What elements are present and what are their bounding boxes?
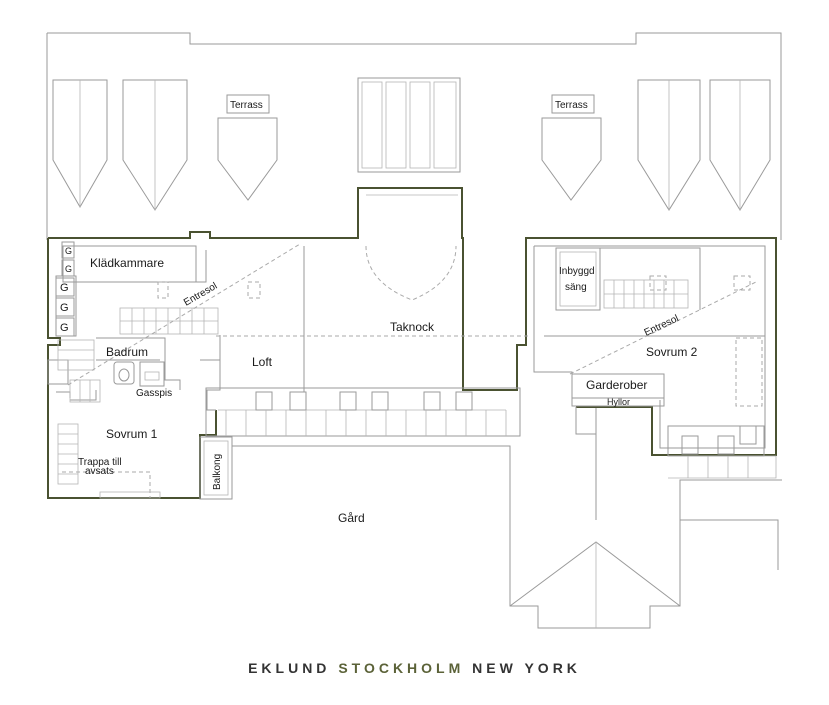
label-loft: Loft: [252, 355, 273, 369]
stairs-badrum: [57, 339, 101, 403]
brand-new-york: NEW YORK: [472, 660, 581, 676]
balkong-area: [199, 436, 233, 500]
brand-stockholm: STOCKHOLM: [338, 660, 465, 676]
label-taknock: Taknock: [390, 320, 435, 334]
label-badrum: Badrum: [106, 345, 148, 359]
window-sovrum1: [99, 491, 161, 499]
courtyard-outline: [232, 407, 782, 629]
glyph-g-4: G: [60, 302, 69, 314]
dormer-left-1: [52, 79, 108, 209]
skylight-center: [357, 77, 461, 173]
label-sovrum2: Sovrum 2: [646, 345, 698, 359]
glyph-g-1: G: [65, 246, 72, 256]
right-lower-windows: [667, 425, 777, 479]
loft-windows: [205, 387, 521, 437]
bathroom-fixtures: [113, 361, 165, 387]
dormer-right-2: [709, 79, 771, 211]
label-gard: Gård: [338, 511, 365, 525]
label-terrass-left: Terrass: [230, 100, 263, 111]
right-block-walls: [533, 245, 766, 449]
dashed-box-left: [157, 281, 169, 299]
label-inbyggd-1: Inbyggd: [559, 266, 595, 277]
label-kladkammare: Klädkammare: [90, 256, 164, 270]
label-garderober: Garderober: [586, 378, 647, 392]
label-inbyggd-2: säng: [565, 282, 587, 293]
glyph-g-2: G: [65, 264, 72, 274]
label-balkong: Balkong: [212, 454, 223, 490]
label-gasspis: Gasspis: [136, 388, 172, 399]
glyph-g-3: G: [60, 282, 69, 294]
label-sovrum1: Sovrum 1: [106, 427, 158, 441]
dashed-box-left-2: [247, 281, 261, 299]
dormer-terrass-left: [217, 94, 278, 201]
brand-footer: EKLUND STOCKHOLM NEW YORK: [0, 660, 829, 676]
label-trappa-1: Trappa till: [78, 457, 122, 468]
stairs-entresol-right: [603, 279, 689, 309]
apartment-walls-outer-left: [47, 238, 217, 499]
g-boxes: [55, 241, 75, 337]
apartment-walls-left: [48, 187, 777, 456]
roof-outline: [47, 32, 782, 240]
bed-outline-sovrum1: [62, 471, 151, 498]
dormer-right-1: [637, 79, 701, 211]
entrance-door: [365, 194, 458, 301]
label-trappa-2: avsats: [85, 466, 114, 477]
entresol-left-diagonal: [67, 243, 301, 386]
brand-eklund: EKLUND: [248, 660, 331, 676]
label-terrass-right: Terrass: [555, 100, 588, 111]
dormer-left-2: [122, 79, 188, 211]
stairs-sovrum1: [57, 423, 79, 485]
label-hyllor: Hyllor: [607, 397, 630, 407]
glyph-g-5: G: [60, 322, 69, 334]
stairs-entresol-left: [119, 307, 219, 335]
label-entresol-right: Entresol: [643, 313, 681, 338]
dormer-terrass-right: [541, 94, 602, 201]
